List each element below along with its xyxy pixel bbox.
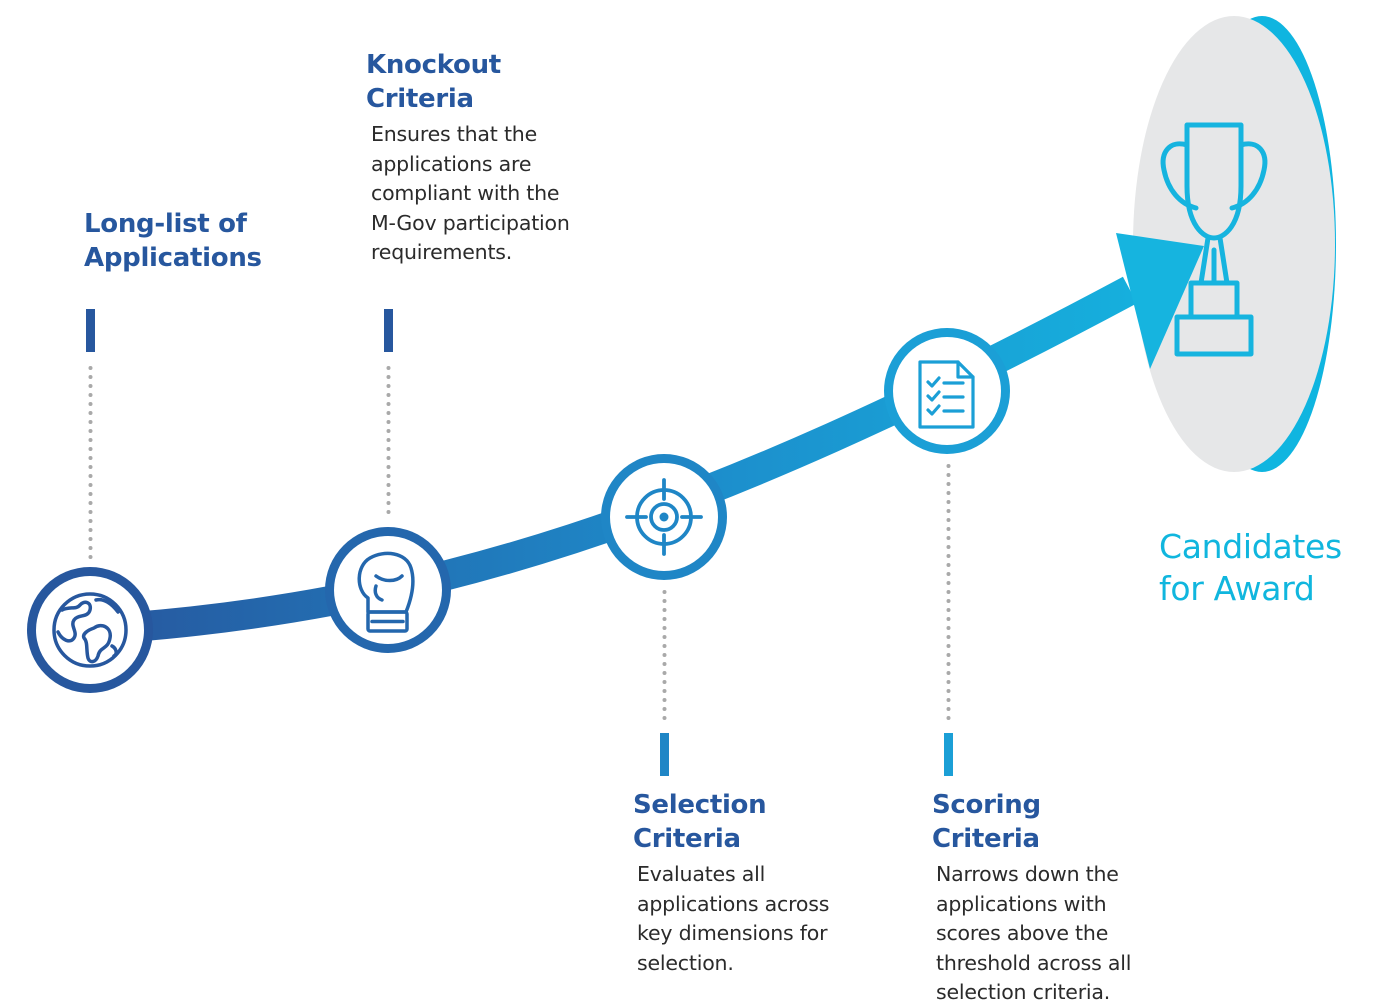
step-title-knockout: Knockout Criteria bbox=[366, 48, 501, 116]
step-title-scoring: Scoring Criteria bbox=[932, 788, 1041, 856]
step-description-selection: Evaluates all applications across key di… bbox=[637, 860, 829, 978]
step-description-line: applications across bbox=[637, 891, 830, 916]
final-title: Candidates for Award bbox=[1159, 526, 1342, 610]
step-description-line: requirements. bbox=[371, 240, 513, 264]
trophy-icon bbox=[1160, 122, 1268, 357]
step-description-line: selection criteria. bbox=[936, 980, 1111, 1004]
connector-scoring bbox=[944, 464, 953, 776]
step-title-long-list: Long-list of Applications bbox=[84, 207, 262, 275]
step-title-line: Criteria bbox=[366, 84, 474, 114]
award-disc bbox=[1133, 16, 1336, 472]
step-description-knockout: Ensures that the applications are compli… bbox=[371, 120, 570, 268]
step-title-line: Long-list of bbox=[84, 209, 247, 239]
step-description-line: key dimensions for bbox=[637, 921, 828, 945]
connector-knockout bbox=[384, 309, 393, 519]
arrow-head-icon bbox=[1116, 233, 1204, 369]
step-title-selection: Selection Criteria bbox=[633, 788, 767, 856]
globe-icon bbox=[27, 567, 153, 693]
step-description-line: compliant with the bbox=[371, 181, 560, 205]
step-description-line: applications with bbox=[936, 891, 1107, 916]
step-title-line: Knockout bbox=[366, 50, 501, 80]
step-description-line: Ensures that the bbox=[371, 122, 537, 146]
step-description-line: applications are bbox=[371, 151, 532, 176]
step-description-line: scores above the bbox=[936, 921, 1109, 945]
step-description-line: M-Gov participation bbox=[371, 210, 570, 235]
boxing-glove-icon bbox=[325, 527, 451, 653]
connector-selection bbox=[660, 590, 669, 776]
connector-long-list bbox=[86, 309, 95, 562]
step-title-line: Criteria bbox=[633, 824, 741, 854]
checklist-icon bbox=[884, 328, 1010, 454]
target-icon bbox=[601, 454, 727, 580]
step-title-line: Criteria bbox=[932, 824, 1040, 854]
step-description-line: threshold across all bbox=[936, 950, 1132, 975]
step-title-line: Scoring bbox=[932, 790, 1041, 820]
step-description-line: Evaluates all bbox=[637, 862, 766, 886]
step-description-line: selection. bbox=[637, 950, 734, 975]
final-title-line: Candidates bbox=[1159, 527, 1342, 566]
step-title-line: Applications bbox=[84, 243, 262, 273]
step-title-line: Selection bbox=[633, 790, 767, 820]
step-description-line: Narrows down the bbox=[936, 862, 1119, 886]
final-title-line: for Award bbox=[1159, 569, 1315, 608]
step-description-scoring: Narrows down the applications with score… bbox=[936, 860, 1131, 1008]
